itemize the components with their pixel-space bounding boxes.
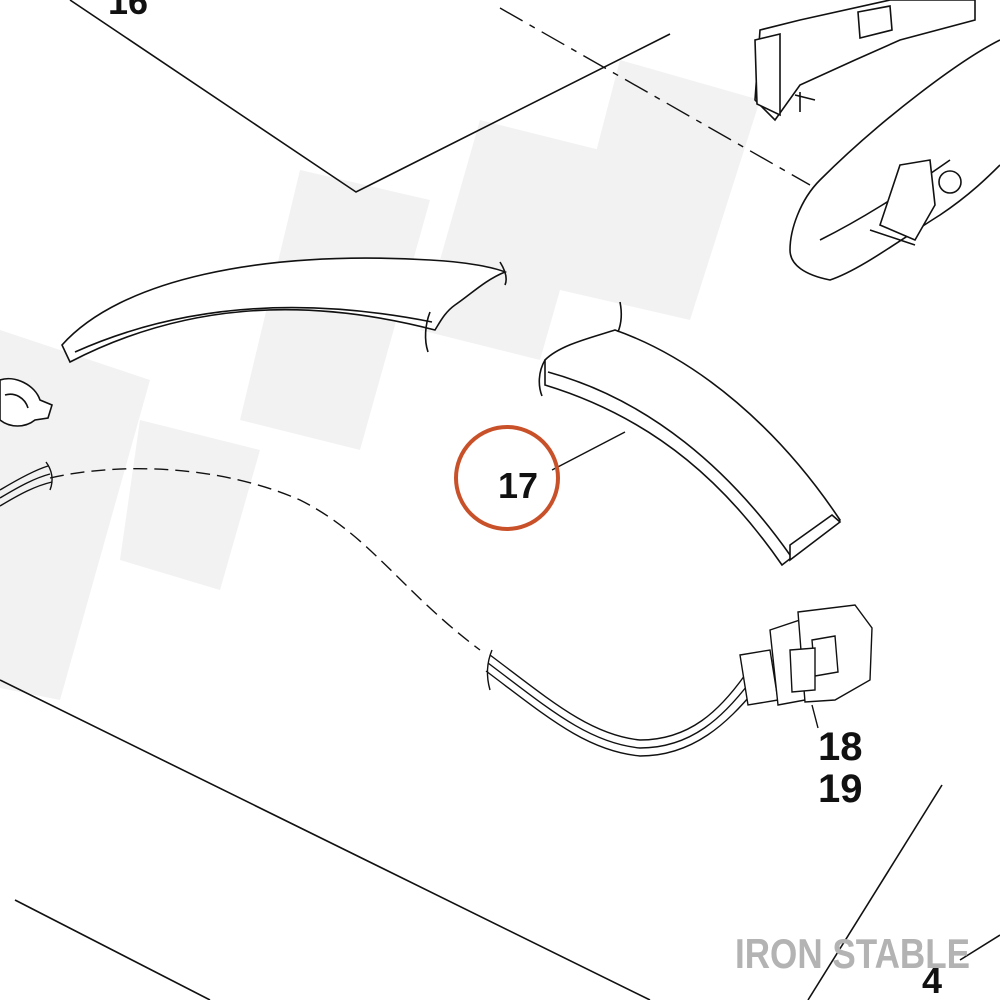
boundary-line-right (807, 784, 943, 1000)
leader-17 (551, 431, 626, 471)
left-clip-part (0, 378, 53, 427)
callout-19: 19 (818, 767, 863, 811)
fender-bracket-assembly (754, 0, 1000, 281)
boundary-line-lower (0, 679, 651, 1000)
boundary-line-corner (959, 934, 1000, 961)
wire-harness-18-19 (485, 604, 873, 757)
wire-harness-stub (0, 461, 53, 507)
brand-watermark: IRON STABLE (735, 930, 970, 977)
fender-strip-left (61, 257, 508, 364)
callout-leaders (551, 431, 819, 729)
dashed-centerline-top (499, 7, 811, 186)
boundary-line-bottom-left (14, 899, 211, 1000)
leader-18 (811, 704, 819, 729)
highlight-circle-17 (454, 425, 560, 531)
fender-strip-17 (538, 301, 842, 567)
callout-4: 4 (922, 960, 942, 1000)
callout-18: 18 (818, 725, 863, 769)
wire-route-dashed (49, 468, 481, 651)
callout-17: 17 (498, 465, 538, 506)
boundary-line-top (69, 0, 671, 193)
callout-16: 16 (108, 0, 148, 22)
